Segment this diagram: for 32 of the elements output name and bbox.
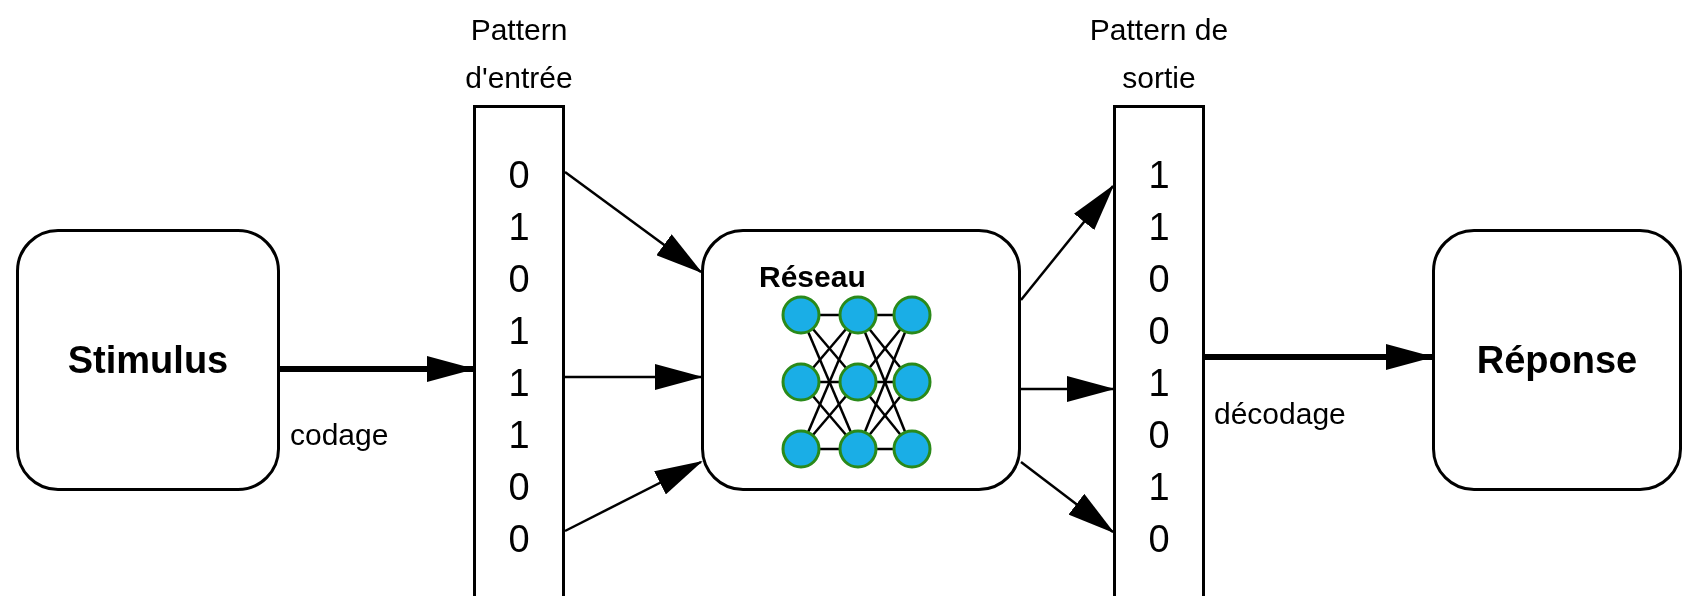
bit-value: 0 [1147, 413, 1171, 457]
bit-value: 0 [1147, 517, 1171, 561]
bit-value: 0 [507, 257, 531, 301]
arrow [1020, 184, 1115, 301]
bit-value: 1 [1147, 153, 1171, 197]
rounded-box [16, 229, 280, 491]
arrow [564, 171, 703, 274]
arrow [564, 460, 703, 533]
bit-value: 1 [1147, 465, 1171, 509]
bit-value: 0 [1147, 309, 1171, 353]
node-title: Stimulus [67, 338, 229, 382]
bit-value: 1 [507, 309, 531, 353]
bit-value: 0 [1147, 257, 1171, 301]
arrow [280, 356, 475, 382]
column-heading: Pattern de sortie [1089, 12, 1229, 96]
arrow [1020, 461, 1115, 534]
arrow [1021, 376, 1115, 402]
bit-value: 1 [1147, 361, 1171, 405]
arrow [1205, 344, 1434, 370]
arrow [565, 364, 703, 390]
node-title: Réponse [1476, 338, 1638, 382]
bit-value: 0 [507, 465, 531, 509]
bit-value: 1 [1147, 205, 1171, 249]
bit-value: 1 [507, 361, 531, 405]
bit-value: 0 [507, 153, 531, 197]
bit-value: 1 [507, 413, 531, 457]
network-box [701, 229, 1021, 491]
bit-value: 0 [507, 517, 531, 561]
column-heading: Pattern d'entrée [464, 12, 574, 96]
rounded-box [1432, 229, 1682, 491]
bit-value: 1 [507, 205, 531, 249]
node-title: Réseau [759, 260, 866, 294]
